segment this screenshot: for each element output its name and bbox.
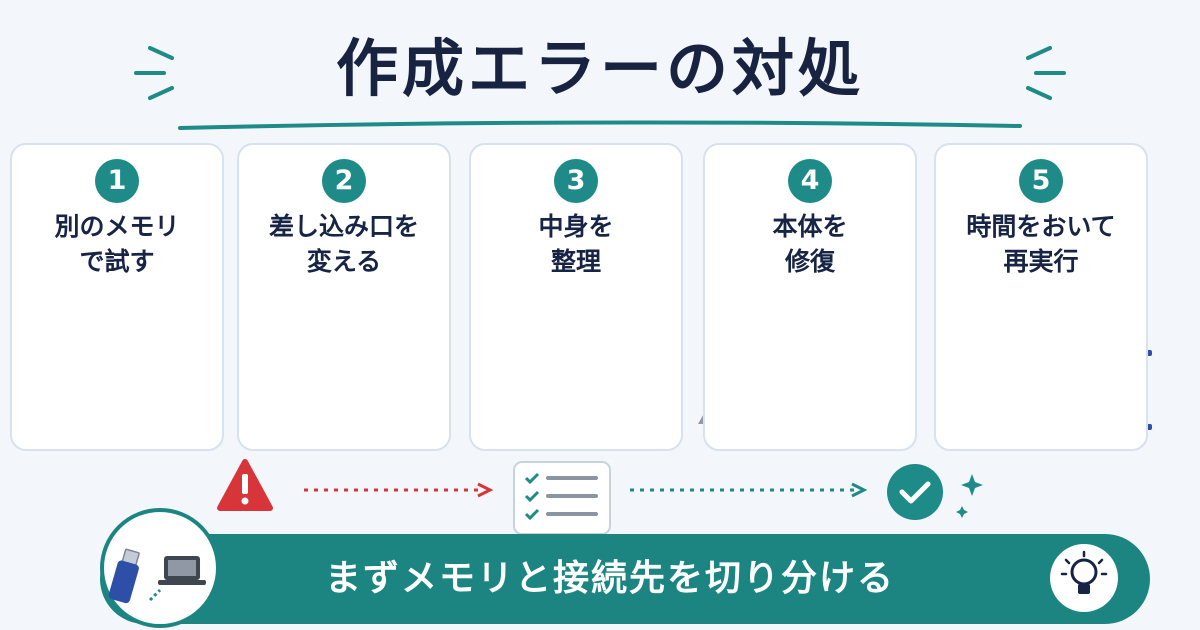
step-number-badge: 5 <box>1019 159 1063 203</box>
step-label-line2: 修復 <box>784 247 835 276</box>
step-number-badge: 2 <box>322 159 366 203</box>
step-label-line1: 時間をおいて <box>966 212 1116 241</box>
step-label: 時間をおいて 再実行 <box>936 209 1146 279</box>
title-underline <box>178 120 1022 130</box>
banner-device-badge <box>100 508 220 628</box>
step-label: 差し込み口を 変える <box>239 209 449 279</box>
title-sparkle-right-icon <box>1026 46 1066 100</box>
step-card-4: 4 本体を 修復 <box>703 143 917 451</box>
step-card-1: 1 別のメモリ で試す <box>10 143 224 451</box>
warning-icon <box>217 459 273 511</box>
summary-banner-text: まずメモリと接続先を切り分ける <box>324 558 895 599</box>
step-label-line1: 中身を <box>538 212 614 241</box>
step-label-line2: 再実行 <box>1003 247 1079 276</box>
step-number-badge: 3 <box>554 159 598 203</box>
step-card-2: 2 差し込み口を 変える <box>237 143 451 451</box>
title-sparkle-left-icon <box>134 46 174 100</box>
step-card-5: 5 時間をおいて 再実行 <box>934 143 1148 451</box>
usb-stick-icon <box>108 548 140 604</box>
step-label-line2: 整理 <box>550 247 601 276</box>
step-label-line2: 変える <box>306 247 382 276</box>
step-label-line1: 本体を <box>772 212 848 241</box>
step-number-badge: 1 <box>95 159 139 203</box>
success-check-icon <box>887 464 943 520</box>
page-title: 作成エラーの対処 <box>335 32 864 105</box>
step-card-3: 3 中身を 整理 <box>469 143 683 451</box>
step-label: 中身を 整理 <box>471 209 681 279</box>
step-label-line2: で試す <box>79 247 155 276</box>
step-label: 別のメモリ で試す <box>12 209 222 279</box>
step-label-line1: 別のメモリ <box>54 212 180 241</box>
step-number-badge: 4 <box>788 159 832 203</box>
step-label: 本体を 修復 <box>705 209 915 279</box>
step-label-line1: 差し込み口を <box>268 212 419 241</box>
summary-banner <box>100 534 1150 624</box>
lightbulb-icon <box>1050 544 1118 612</box>
laptop-icon <box>158 556 206 585</box>
